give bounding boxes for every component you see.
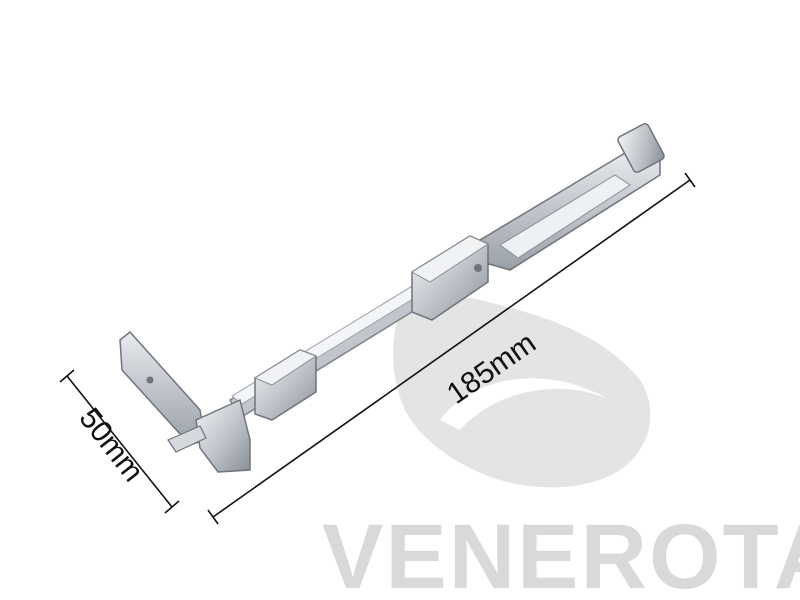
hook-hole: [146, 376, 154, 384]
width-label: 50mm: [72, 402, 149, 488]
length-dimension: 185mm: [207, 172, 696, 525]
width-tick-start: [59, 369, 75, 383]
left-block-top: [253, 349, 318, 386]
watermark-inner-curve: [440, 378, 610, 430]
middle-block-top: [411, 235, 490, 283]
slider-window: [499, 174, 631, 259]
slider-end-cap: [617, 123, 665, 173]
length-tick-end: [684, 172, 696, 188]
hook-plate: [119, 330, 206, 446]
hinge-bracket: [119, 123, 665, 473]
watermark-brand-text: VENEROTA: [322, 506, 800, 600]
length-tick-start: [207, 509, 219, 525]
width-dimension-line: [66, 375, 173, 508]
length-dimension-line: [212, 179, 691, 518]
middle-block-hole: [474, 264, 482, 272]
hook-base: [195, 398, 251, 473]
hook-pin: [167, 425, 207, 453]
width-tick-end: [164, 500, 180, 514]
watermark-logo: VENEROTA: [322, 296, 800, 600]
